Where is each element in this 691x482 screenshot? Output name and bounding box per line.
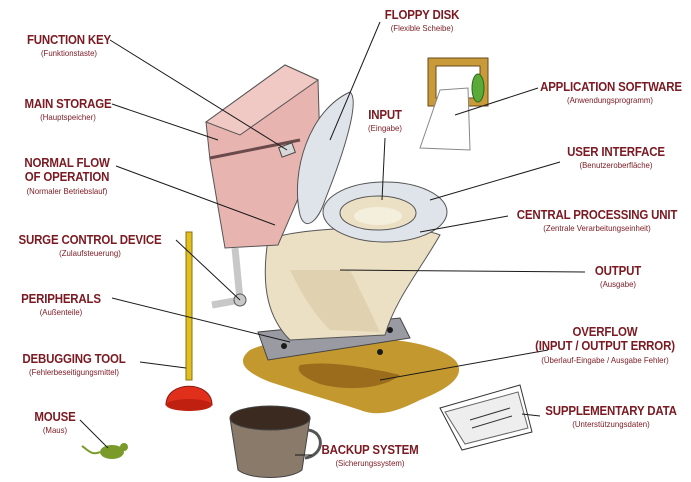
label-application-software: APPLICATION SOFTWARE (Anwendungsprogramm…	[534, 80, 686, 106]
label-title: USER INTERFACE	[567, 145, 665, 159]
label-title: MOUSE	[34, 410, 76, 424]
leader-input	[381, 137, 386, 201]
label-title: SUPPLEMENTARY DATA	[545, 404, 677, 418]
label-title: INPUT	[368, 108, 402, 122]
label-floppy-disk: FLOPPY DISK (Flexible Scheibe)	[362, 8, 482, 34]
label-title: OUTPUT	[594, 264, 642, 278]
label-subtitle: (Zulaufsteuerung)	[59, 248, 121, 259]
label-cpu: CENTRAL PROCESSING UNIT (Zentrale Verarb…	[506, 208, 688, 234]
overflow-puddle-highlight	[298, 363, 400, 389]
leader-user-interface	[429, 161, 561, 201]
leader-surge-control	[175, 239, 241, 301]
label-subtitle: (Normaler Betriebslauf)	[26, 185, 108, 196]
leader-normal-flow	[115, 165, 276, 226]
label-title: FUNCTION KEY	[26, 33, 112, 47]
label-subtitle: (Sicherungssystem)	[335, 458, 405, 469]
leader-application-software	[454, 87, 539, 116]
label-title: (INPUT / OUTPUT ERROR)	[535, 339, 675, 354]
label-title: DEBUGGING TOOL	[22, 352, 126, 366]
label-backup-system: BACKUP SYSTEM (Sicherungssystem)	[310, 443, 430, 469]
mouse-icon	[81, 443, 128, 459]
label-normal-flow: NORMAL FLOW OF OPERATION (Normaler Betri…	[6, 156, 128, 197]
leader-output	[339, 269, 586, 273]
bolt	[281, 343, 287, 349]
label-title: PERIPHERALS	[21, 292, 101, 306]
label-title: NORMAL FLOW	[24, 156, 110, 170]
label-main-storage: MAIN STORAGE (Hauptspeicher)	[12, 97, 124, 123]
label-title: OVERFLOW	[572, 325, 638, 339]
label-debugging-tool: DEBUGGING TOOL (Fehlerbeseitigungsmittel…	[4, 352, 144, 378]
label-subtitle: (Eingabe)	[368, 123, 402, 134]
label-overflow: OVERFLOW (INPUT / OUTPUT ERROR) (Überlau…	[520, 325, 690, 366]
label-output: OUTPUT (Ausgabe)	[578, 264, 658, 290]
newspaper-icon	[439, 384, 533, 451]
leader-main-storage	[111, 103, 219, 141]
label-subtitle: (Funktionstaste)	[40, 48, 98, 59]
leader-peripherals	[111, 297, 291, 343]
bowl-shading	[290, 270, 380, 332]
label-title: SURGE CONTROL DEVICE	[18, 233, 162, 247]
leader-function-key	[109, 39, 288, 151]
label-subtitle: (Unterstützungsdaten)	[572, 419, 650, 430]
leader-cpu	[419, 215, 509, 233]
leader-overflow	[379, 349, 549, 381]
label-subtitle: (Ausgabe)	[599, 279, 637, 290]
label-subtitle: (Zentrale Verarbeitungseinheit)	[543, 223, 651, 234]
water	[354, 207, 402, 225]
toilet-paper-icon	[419, 57, 489, 151]
label-subtitle: (Benutzeroberfläche)	[579, 160, 653, 171]
tank-seam	[209, 138, 301, 160]
bolt	[377, 349, 383, 355]
label-function-key: FUNCTION KEY (Funktionstaste)	[14, 33, 124, 59]
label-title: CENTRAL PROCESSING UNIT	[516, 208, 678, 222]
label-surge-control: SURGE CONTROL DEVICE (Zulaufsteuerung)	[2, 233, 178, 259]
seat-lid	[296, 91, 354, 225]
label-subtitle: (Maus)	[42, 425, 68, 436]
label-title: MAIN STORAGE	[24, 97, 112, 111]
label-subtitle: (Flexible Scheibe)	[390, 23, 454, 34]
label-title: APPLICATION SOFTWARE	[540, 80, 682, 94]
label-title: OF OPERATION	[24, 170, 110, 185]
label-title: BACKUP SYSTEM	[321, 443, 419, 457]
leader-floppy-disk	[329, 21, 381, 141]
leader-supplementary-data	[521, 413, 541, 417]
leader-mouse	[79, 419, 109, 449]
bucket-icon	[229, 405, 322, 478]
label-supplementary-data: SUPPLEMENTARY DATA (Unterstützungsdaten)	[536, 404, 686, 430]
label-input: INPUT (Eingabe)	[350, 108, 420, 134]
plunger-icon	[165, 231, 213, 411]
label-subtitle: (Überlauf-Eingabe / Ausgabe Fehler)	[541, 354, 669, 365]
label-subtitle: (Fehlerbeseitigungsmittel)	[29, 367, 119, 378]
label-subtitle: (Anwendungsprogramm)	[566, 95, 654, 106]
leader-debugging-tool	[139, 361, 187, 369]
label-subtitle: (Außenteile)	[39, 307, 83, 318]
label-title: FLOPPY DISK	[384, 8, 460, 22]
bolt	[387, 327, 393, 333]
label-user-interface: USER INTERFACE (Benutzeroberfläche)	[556, 145, 676, 171]
label-peripherals: PERIPHERALS (Außenteile)	[6, 292, 116, 318]
label-subtitle: (Hauptspeicher)	[40, 112, 96, 123]
label-mouse: MOUSE (Maus)	[20, 410, 90, 436]
